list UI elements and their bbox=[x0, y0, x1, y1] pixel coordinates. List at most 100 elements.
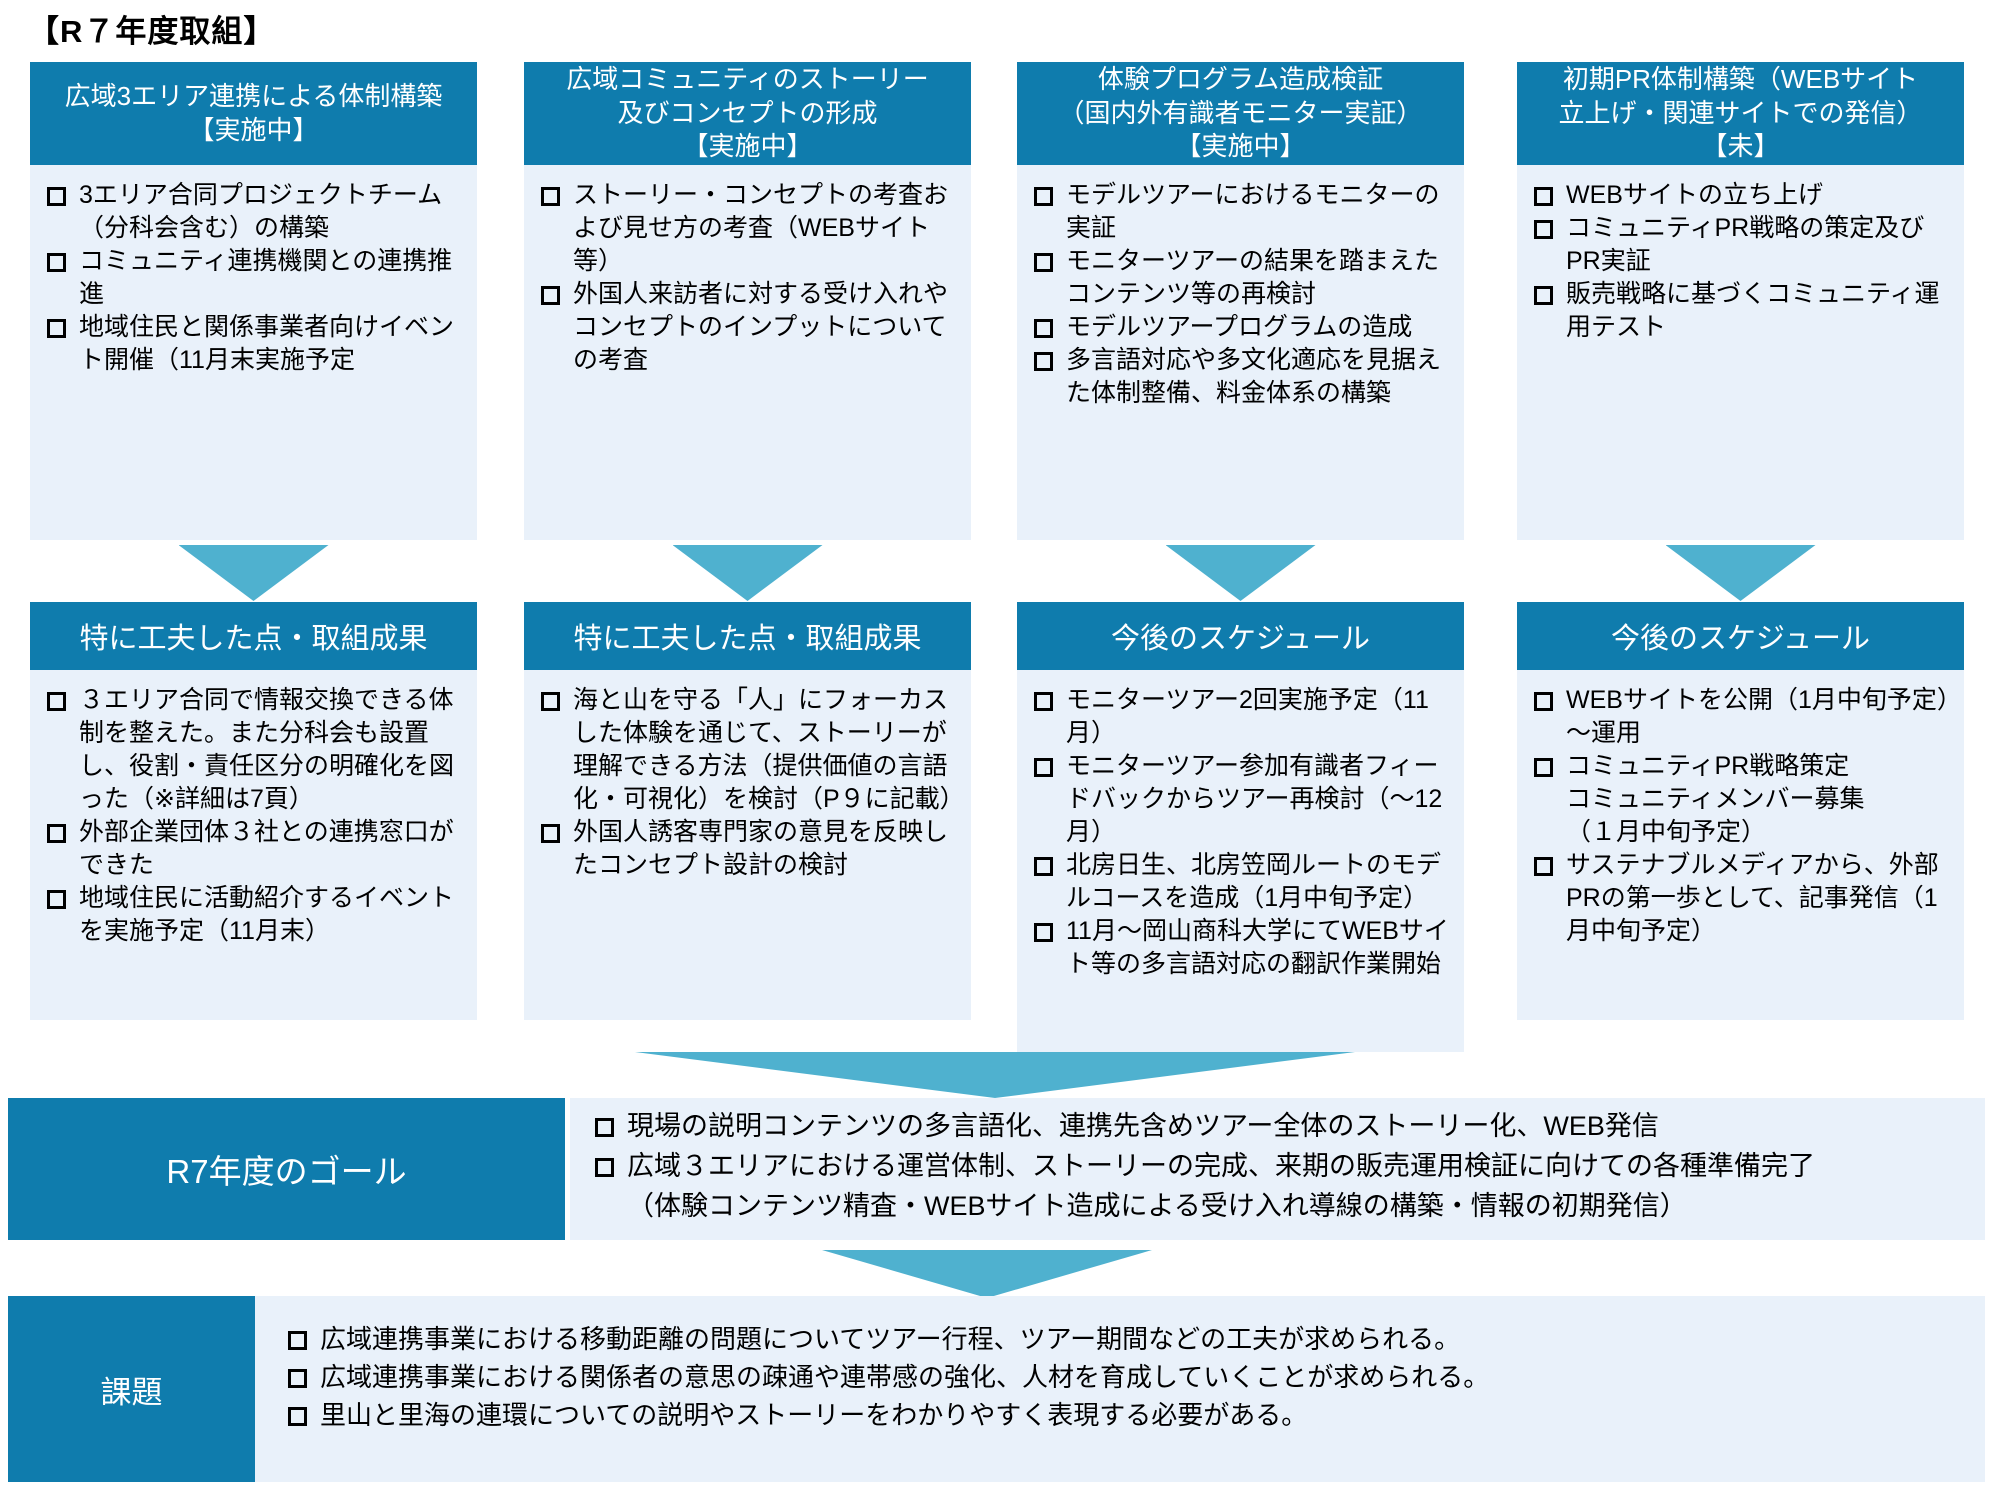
list-item-text: コミュニティ連携機関との連携推進 bbox=[79, 247, 453, 308]
list-item-text: 北房日生、北房笠岡ルートのモデルコースを造成（1月中旬予定） bbox=[1066, 851, 1442, 912]
column-4-header: 初期PR体制構築（WEBサイト 立上げ・関連サイトでの発信） 【未】 bbox=[1517, 62, 1964, 165]
checkbox-bullet-icon bbox=[47, 890, 66, 909]
list-item-text: モニターツアーの結果を踏まえたコンテンツ等の再検討 bbox=[1066, 247, 1440, 308]
checkbox-bullet-icon bbox=[541, 692, 560, 711]
list-item-text: 現場の説明コンテンツの多言語化、連携先含めツアー全体のストーリー化、WEB発信 bbox=[627, 1111, 1659, 1141]
list-item-text: 海と山を守る「人」にフォーカスした体験を通じて、ストーリーが理解できる方法（提供… bbox=[573, 686, 965, 813]
list-item-text: 広域連携事業における移動距離の問題についてツアー行程、ツアー期間などの工夫が求め… bbox=[320, 1324, 1461, 1354]
column-4-task-list: WEBサイトの立ち上げコミュニティPR戦略の策定及びPR実証販売戦略に基づくコミ… bbox=[1517, 165, 1964, 540]
list-item-text: 3エリア合同プロジェクトチーム（分科会含む）の構築 bbox=[79, 181, 443, 242]
list-item: 外国人誘客専門家の意見を反映したコンセプト設計の検討 bbox=[538, 816, 961, 882]
down-arrow-icon bbox=[1165, 545, 1316, 601]
list-item: 海と山を守る「人」にフォーカスした体験を通じて、ストーリーが理解できる方法（提供… bbox=[538, 684, 965, 816]
list-item-text: コミュニティPR戦略の策定及びPR実証 bbox=[1566, 214, 1925, 275]
list-item: 北房日生、北房笠岡ルートのモデルコースを造成（1月中旬予定） bbox=[1031, 849, 1454, 915]
checkbox-bullet-icon bbox=[288, 1369, 307, 1388]
list-item-text: WEBサイトを公開（1月中旬予定） ～運用 bbox=[1566, 686, 1975, 747]
checkbox-bullet-icon bbox=[47, 187, 66, 206]
checkbox-bullet-icon bbox=[541, 286, 560, 305]
column-1: 広域3エリア連携による体制構築 【実施中】 3エリア合同プロジェクトチーム（分科… bbox=[30, 62, 477, 1052]
list-item-text: WEBサイトの立ち上げ bbox=[1566, 181, 1823, 209]
list-item-text: ３エリア合同で情報交換できる体制を整えた。また分科会も設置し、役割・責任区分の明… bbox=[79, 686, 455, 813]
list-item: 広域３エリアにおける運営体制、ストーリーの完成、来期の販売運用検証に向けての各種… bbox=[592, 1146, 1973, 1226]
list-item-text: 外部企業団体３社との連携窓口ができた bbox=[79, 818, 454, 879]
checkbox-bullet-icon bbox=[1034, 319, 1053, 338]
list-item: WEBサイトの立ち上げ bbox=[1531, 179, 1954, 212]
goal-label: R7年度のゴール bbox=[8, 1098, 565, 1240]
column-2-header: 広域コミュニティのストーリー 及びコンセプトの形成 【実施中】 bbox=[524, 62, 971, 165]
column-3-schedule-list: モニターツアー2回実施予定（11月）モニターツアー参加有識者フィードバックからツ… bbox=[1017, 670, 1464, 1052]
checkbox-bullet-icon bbox=[1034, 923, 1053, 942]
checkbox-bullet-icon bbox=[595, 1118, 614, 1137]
list-item: 販売戦略に基づくコミュニティ運用テスト bbox=[1531, 278, 1954, 344]
list-item-text: コミュニティPR戦略策定 コミュニティメンバー募集 （１月中旬予定） bbox=[1566, 752, 1865, 846]
down-arrow-icon bbox=[672, 545, 823, 601]
checkbox-bullet-icon bbox=[1034, 692, 1053, 711]
checkbox-bullet-icon bbox=[288, 1331, 307, 1350]
column-4: 初期PR体制構築（WEBサイト 立上げ・関連サイトでの発信） 【未】 WEBサイ… bbox=[1517, 62, 1964, 1052]
checkbox-bullet-icon bbox=[47, 253, 66, 272]
big-down-arrow-icon bbox=[822, 1250, 1152, 1298]
list-item: ３エリア合同で情報交換できる体制を整えた。また分科会も設置し、役割・責任区分の明… bbox=[44, 684, 467, 816]
list-item: モニターツアー2回実施予定（11月） bbox=[1031, 684, 1454, 750]
column-3-task-list: モデルツアーにおけるモニターの実証モニターツアーの結果を踏まえたコンテンツ等の再… bbox=[1017, 165, 1464, 540]
column-3: 体験プログラム造成検証 （国内外有識者モニター実証） 【実施中】 モデルツアーに… bbox=[1017, 62, 1464, 1052]
checkbox-bullet-icon bbox=[288, 1407, 307, 1426]
checkbox-bullet-icon bbox=[47, 319, 66, 338]
list-item-text: 11月～岡山商科大学にてWEBサイト等の多言語対応の翻訳作業開始 bbox=[1066, 917, 1449, 978]
down-arrow-icon bbox=[1665, 545, 1816, 601]
list-item: 11月～岡山商科大学にてWEBサイト等の多言語対応の翻訳作業開始 bbox=[1031, 915, 1454, 981]
checkbox-bullet-icon bbox=[1534, 220, 1553, 239]
column-2: 広域コミュニティのストーリー 及びコンセプトの形成 【実施中】 ストーリー・コン… bbox=[524, 62, 971, 1052]
list-item: ストーリー・コンセプトの考査および見せ方の考査（WEBサイト等） bbox=[538, 179, 961, 278]
column-2-task-list: ストーリー・コンセプトの考査および見せ方の考査（WEBサイト等）外国人来訪者に対… bbox=[524, 165, 971, 540]
checkbox-bullet-icon bbox=[1534, 857, 1553, 876]
list-item-text: 地域住民と関係事業者向けイベント開催（11月末実施予定 bbox=[79, 313, 455, 374]
list-item-text: 広域３エリアにおける運営体制、ストーリーの完成、来期の販売運用検証に向けての各種… bbox=[627, 1151, 1815, 1221]
list-item-text: サステナブルメディアから、外部PRの第一歩として、記事発信（1月中旬予定） bbox=[1566, 851, 1939, 945]
down-arrow-icon bbox=[178, 545, 329, 601]
goal-list: 現場の説明コンテンツの多言語化、連携先含めツアー全体のストーリー化、WEB発信広… bbox=[570, 1098, 1985, 1240]
checkbox-bullet-icon bbox=[1534, 187, 1553, 206]
list-item-text: 外国人来訪者に対する受け入れやコンセプトのインプットについての考査 bbox=[573, 280, 949, 374]
list-item: モニターツアー参加有識者フィードバックからツアー再検討（～12月） bbox=[1031, 750, 1454, 849]
list-item-text: ストーリー・コンセプトの考査および見せ方の考査（WEBサイト等） bbox=[573, 181, 949, 275]
list-item: モニターツアーの結果を踏まえたコンテンツ等の再検討 bbox=[1031, 245, 1454, 311]
column-4-schedule-list: WEBサイトを公開（1月中旬予定） ～運用コミュニティPR戦略策定 コミュニティ… bbox=[1517, 670, 1964, 1020]
list-item: 広域連携事業における関係者の意思の疎通や連帯感の強化、人材を育成していくことが求… bbox=[285, 1358, 1973, 1396]
list-item: コミュニティPR戦略の策定及びPR実証 bbox=[1531, 212, 1954, 278]
list-item-text: 販売戦略に基づくコミュニティ運用テスト bbox=[1566, 280, 1940, 341]
column-1-result-list: ３エリア合同で情報交換できる体制を整えた。また分科会も設置し、役割・責任区分の明… bbox=[30, 670, 477, 1020]
checkbox-bullet-icon bbox=[541, 824, 560, 843]
column-2-subheader: 特に工夫した点・取組成果 bbox=[524, 602, 971, 670]
list-item: モデルツアーにおけるモニターの実証 bbox=[1031, 179, 1454, 245]
list-item-text: 里山と里海の連環についての説明やストーリーをわかりやすく表現する必要がある。 bbox=[320, 1400, 1308, 1430]
list-item: 外国人来訪者に対する受け入れやコンセプトのインプットについての考査 bbox=[538, 278, 961, 377]
list-item: コミュニティPR戦略策定 コミュニティメンバー募集 （１月中旬予定） bbox=[1531, 750, 1954, 849]
list-item: 広域連携事業における移動距離の問題についてツアー行程、ツアー期間などの工夫が求め… bbox=[285, 1320, 1973, 1358]
list-item-text: 広域連携事業における関係者の意思の疎通や連帯感の強化、人材を育成していくことが求… bbox=[320, 1362, 1490, 1392]
list-item-text: モデルツアーにおけるモニターの実証 bbox=[1066, 181, 1440, 242]
list-item-text: 地域住民に活動紹介するイベントを実施予定（11月末） bbox=[79, 884, 455, 945]
list-item-text: モデルツアープログラムの造成 bbox=[1066, 313, 1413, 341]
column-1-subheader: 特に工夫した点・取組成果 bbox=[30, 602, 477, 670]
checkbox-bullet-icon bbox=[1034, 352, 1053, 371]
list-item: サステナブルメディアから、外部PRの第一歩として、記事発信（1月中旬予定） bbox=[1531, 849, 1954, 948]
list-item: 地域住民と関係事業者向けイベント開催（11月末実施予定 bbox=[44, 311, 467, 377]
list-item: コミュニティ連携機関との連携推進 bbox=[44, 245, 467, 311]
list-item: WEBサイトを公開（1月中旬予定） ～運用 bbox=[1531, 684, 1954, 750]
list-item: 外部企業団体３社との連携窓口ができた bbox=[44, 816, 467, 882]
column-3-header: 体験プログラム造成検証 （国内外有識者モニター実証） 【実施中】 bbox=[1017, 62, 1464, 165]
checkbox-bullet-icon bbox=[47, 692, 66, 711]
list-item: 3エリア合同プロジェクトチーム（分科会含む）の構築 bbox=[44, 179, 467, 245]
big-down-arrow-icon bbox=[635, 1052, 1355, 1098]
list-item: モデルツアープログラムの造成 bbox=[1031, 311, 1454, 344]
list-item-text: 外国人誘客専門家の意見を反映したコンセプト設計の検討 bbox=[573, 818, 949, 879]
checkbox-bullet-icon bbox=[1034, 253, 1053, 272]
column-4-subheader: 今後のスケジュール bbox=[1517, 602, 1964, 670]
checkbox-bullet-icon bbox=[1534, 692, 1553, 711]
list-item-text: 多言語対応や多文化適応を見据えた体制整備、料金体系の構築 bbox=[1066, 346, 1442, 407]
checkbox-bullet-icon bbox=[47, 824, 66, 843]
checkbox-bullet-icon bbox=[1534, 758, 1553, 777]
